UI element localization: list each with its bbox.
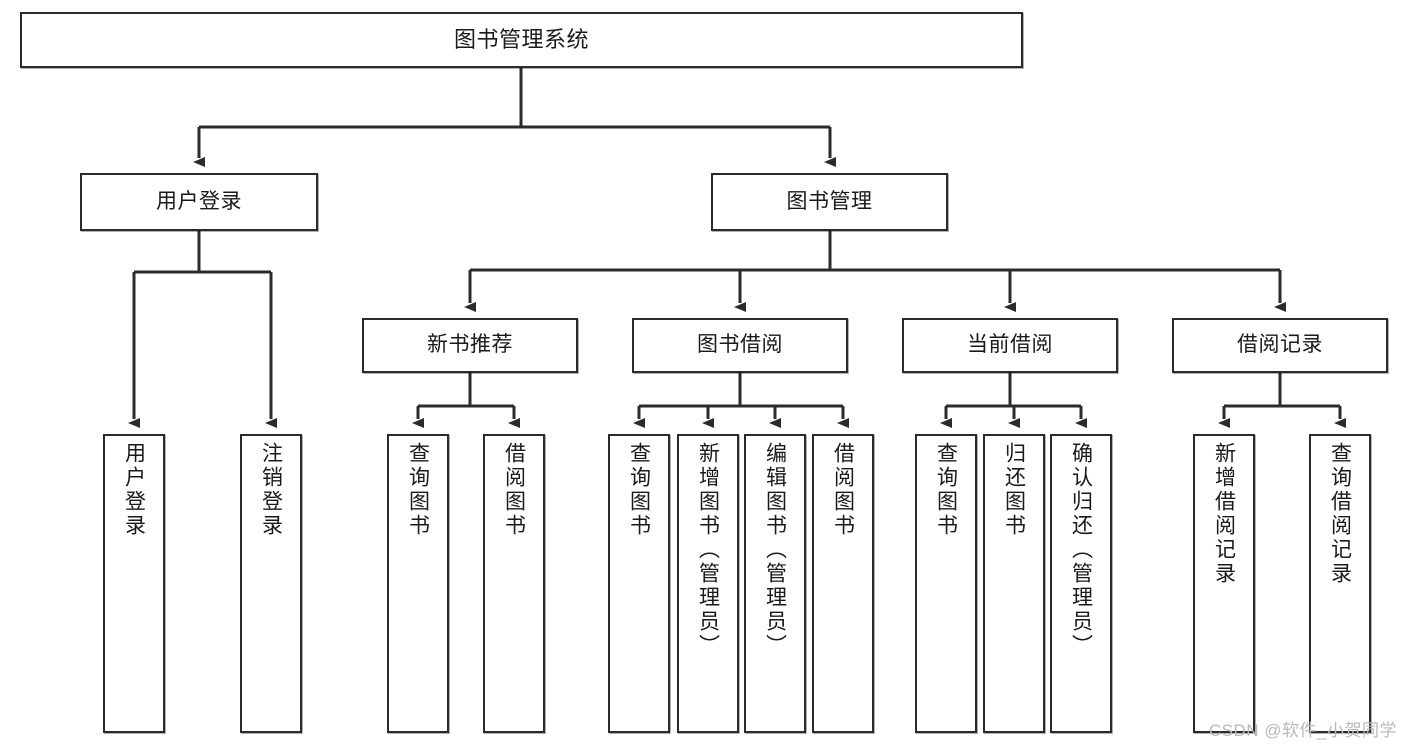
node-leaf-add-record[interactable]: 新增借阅记录 [1193,434,1255,733]
node-book-borrow[interactable]: 图书借阅 [632,318,848,373]
node-user-login[interactable]: 用户登录 [80,173,318,231]
node-leaf-borrow-book-1[interactable]: 借阅图书 [483,434,545,733]
node-new-book-rec[interactable]: 新书推荐 [362,318,578,373]
node-leaf-user-logout[interactable]: 注销登录 [240,434,302,733]
node-leaf-borrow-book-2[interactable]: 借阅图书 [812,434,874,733]
node-leaf-query-book-3-label: 查询图书 [934,442,958,538]
watermark: CSDN @软件_小贺同学 [1208,721,1397,740]
node-user-login-label: 用户登录 [156,189,242,213]
node-book-borrow-label: 图书借阅 [697,333,783,357]
node-current-borrow[interactable]: 当前借阅 [902,318,1118,373]
node-leaf-borrow-book-2-label: 借阅图书 [831,442,855,538]
node-leaf-query-book-3[interactable]: 查询图书 [915,434,977,733]
node-leaf-borrow-book-1-label: 借阅图书 [502,442,526,538]
node-leaf-edit-book[interactable]: 编辑图书（管理员） [744,434,806,733]
node-leaf-query-book-2[interactable]: 查询图书 [608,434,670,733]
node-leaf-confirm-return-label: 确认归还（管理员） [1069,442,1093,658]
node-leaf-query-record[interactable]: 查询借阅记录 [1309,434,1371,733]
node-leaf-edit-book-label: 编辑图书（管理员） [763,442,787,658]
node-book-manage[interactable]: 图书管理 [711,173,948,231]
node-leaf-add-book-label: 新增图书（管理员） [696,442,720,658]
node-leaf-query-book-1[interactable]: 查询图书 [387,434,449,733]
node-leaf-confirm-return[interactable]: 确认归还（管理员） [1050,434,1112,733]
node-leaf-query-record-label: 查询借阅记录 [1328,442,1352,586]
node-new-book-rec-label: 新书推荐 [427,333,513,357]
node-leaf-return-book-label: 归还图书 [1002,442,1026,538]
node-leaf-query-book-1-label: 查询图书 [406,442,430,538]
node-current-borrow-label: 当前借阅 [967,333,1053,357]
node-leaf-user-logout-label: 注销登录 [259,442,283,538]
node-leaf-return-book[interactable]: 归还图书 [983,434,1045,733]
node-leaf-user-login-label: 用户登录 [122,442,146,538]
node-leaf-add-book[interactable]: 新增图书（管理员） [677,434,739,733]
node-root-label: 图书管理系统 [453,27,589,53]
node-root[interactable]: 图书管理系统 [20,12,1023,68]
node-borrow-record-label: 借阅记录 [1237,333,1323,357]
node-borrow-record[interactable]: 借阅记录 [1172,318,1388,373]
node-book-manage-label: 图书管理 [786,189,873,213]
node-leaf-query-book-2-label: 查询图书 [627,442,651,538]
node-leaf-add-record-label: 新增借阅记录 [1212,442,1236,586]
node-leaf-user-login[interactable]: 用户登录 [103,434,165,733]
